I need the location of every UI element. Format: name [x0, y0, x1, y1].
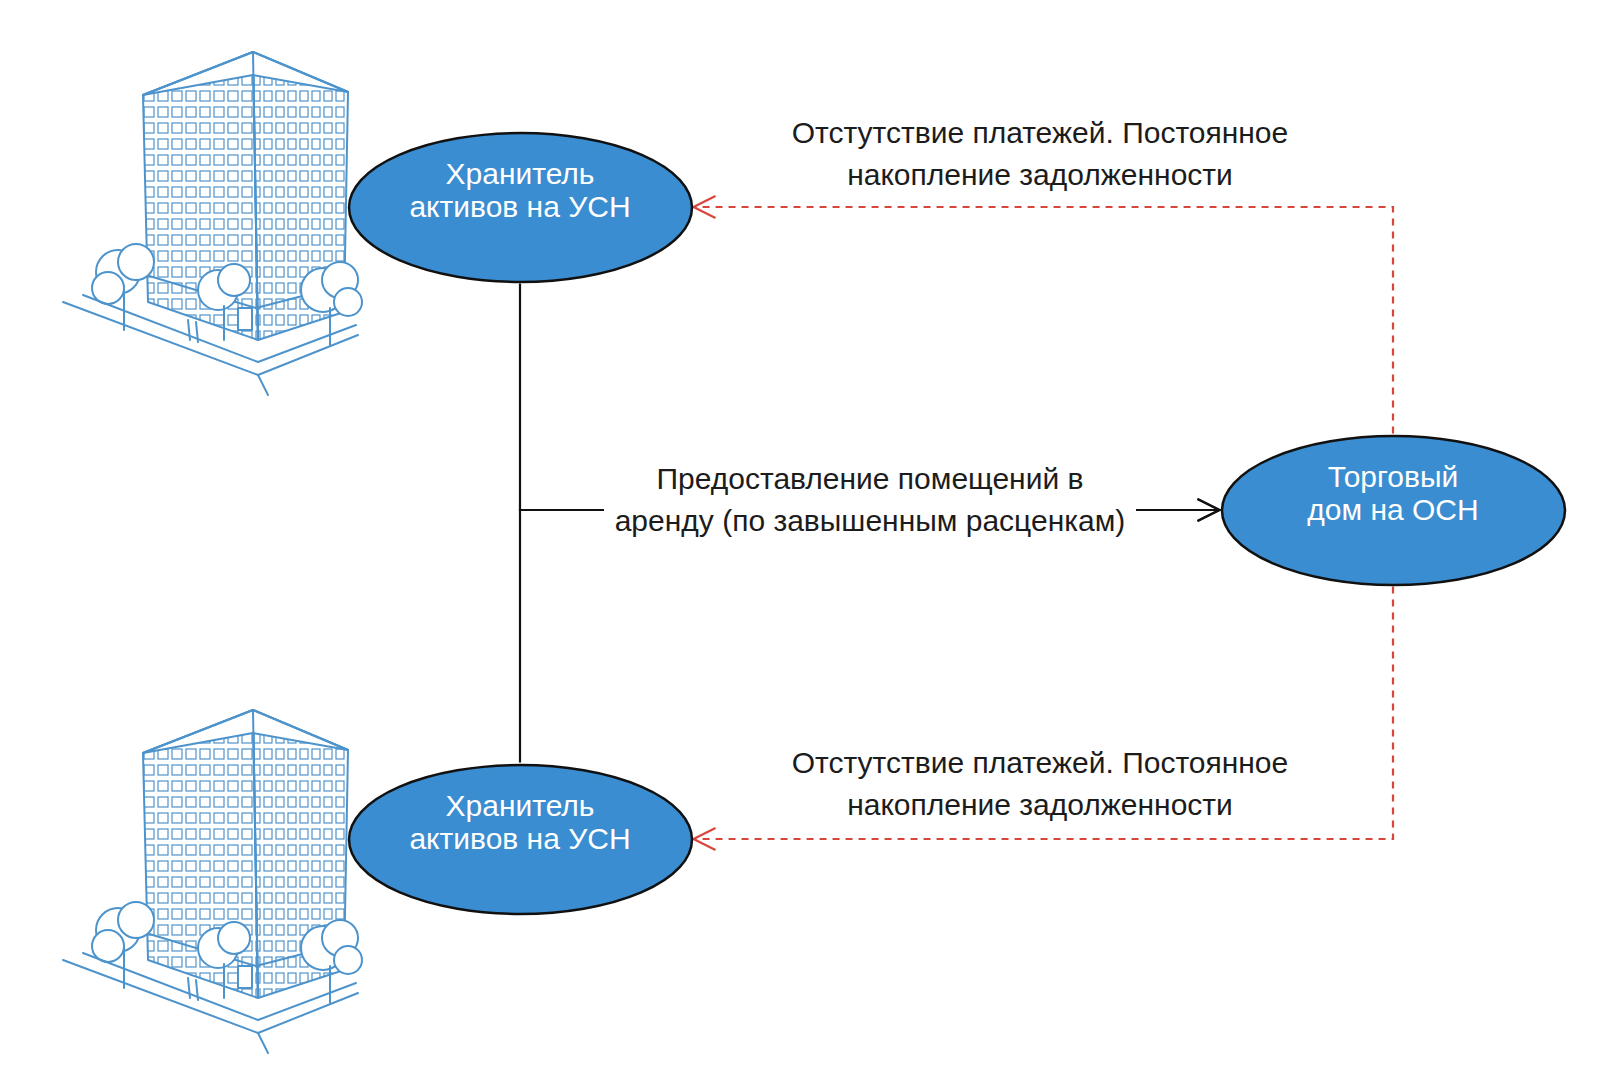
node-text: Хранитель активов на УСН	[405, 158, 635, 223]
edge-label: Предоставление помещений в аренду (по за…	[604, 458, 1136, 542]
ellipse-node: Хранитель активов на УСН	[347, 763, 694, 916]
node-text: Торговый дом на ОСН	[1278, 461, 1508, 526]
ellipse-outline	[349, 765, 692, 914]
edge-label: Отстутствие платежей. Постоянное накопле…	[774, 112, 1306, 196]
arrow-head	[694, 196, 716, 218]
ellipse-outline	[349, 133, 692, 282]
dashed-connector	[694, 586, 1394, 839]
ellipse-node: Хранитель активов на УСН	[347, 131, 694, 284]
ellipse-outline	[1222, 436, 1565, 585]
dashed-connector	[694, 207, 1394, 434]
ellipse-node: Торговый дом на ОСН	[1220, 434, 1567, 587]
arrow-head	[694, 828, 716, 850]
arrow-head	[1198, 499, 1220, 521]
node-text: Хранитель активов на УСН	[405, 790, 635, 855]
edge-label: Отстутствие платежей. Постоянное накопле…	[774, 742, 1306, 826]
solid-connector	[520, 510, 1220, 763]
